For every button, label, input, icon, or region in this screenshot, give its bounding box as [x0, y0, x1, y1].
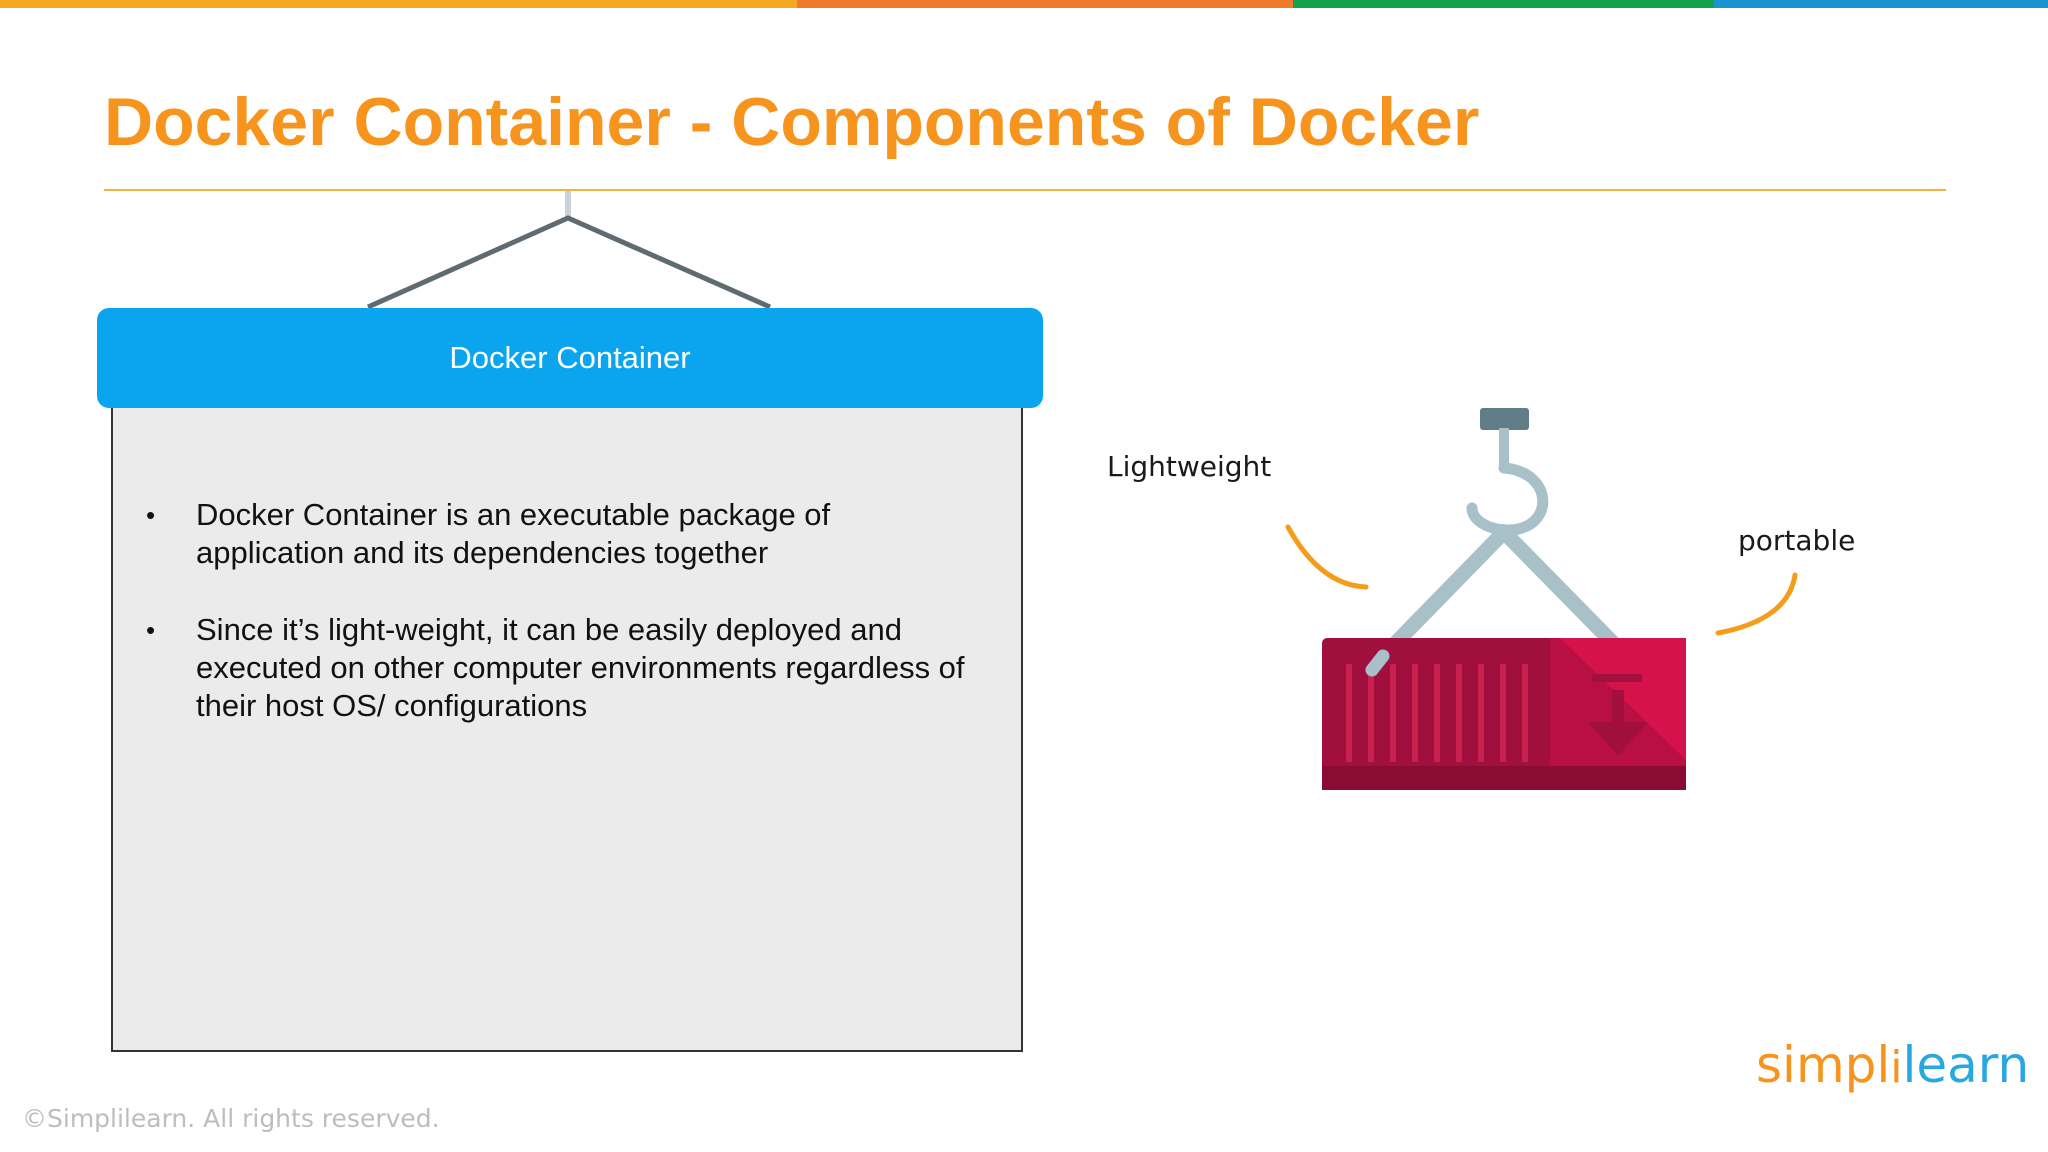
- bullet-text: Since it’s light-weight, it can be easil…: [196, 612, 965, 723]
- sling-left: [1375, 524, 1512, 664]
- panel-header: Docker Container: [97, 308, 1043, 408]
- crane-cable: [1499, 428, 1509, 470]
- slide-title: Docker Container - Components of Docker: [104, 84, 1480, 160]
- bullet-list: • Docker Container is an executable pack…: [146, 496, 986, 764]
- lightweight-arc: [1285, 524, 1369, 590]
- top-bar-blue-segment: [1714, 0, 2048, 8]
- crane-hook: [1466, 462, 1549, 536]
- copyright-text: ©Simplilearn. All rights reserved.: [22, 1104, 440, 1133]
- bullet-item: • Since it’s light-weight, it can be eas…: [146, 611, 986, 725]
- bullet-item: • Docker Container is an executable pack…: [146, 496, 986, 572]
- panel-header-label: Docker Container: [449, 340, 691, 375]
- container-door-shadow: [1550, 638, 1686, 790]
- down-arrow-icon: [1588, 722, 1648, 756]
- simplilearn-logo: simplilearn: [1756, 1036, 2030, 1094]
- top-bar-orange-segment: [0, 0, 797, 8]
- portable-label: portable: [1738, 524, 1856, 557]
- top-bar-green-segment: [1293, 0, 1714, 8]
- bullet-marker: •: [146, 615, 156, 645]
- bullet-marker: •: [146, 500, 156, 530]
- portable-arc: [1715, 572, 1798, 636]
- container-door: [1550, 638, 1686, 790]
- door-bar: [1592, 674, 1642, 682]
- lightweight-label: Lightweight: [1107, 450, 1272, 483]
- top-color-bar: [0, 0, 2048, 8]
- bullet-text: Docker Container is an executable packag…: [196, 497, 831, 570]
- crane-block: [1480, 408, 1529, 430]
- title-underline: [104, 189, 1946, 191]
- container-body: [1322, 638, 1686, 790]
- top-bar-red-orange-segment: [797, 0, 1293, 8]
- sling-right: [1496, 524, 1623, 653]
